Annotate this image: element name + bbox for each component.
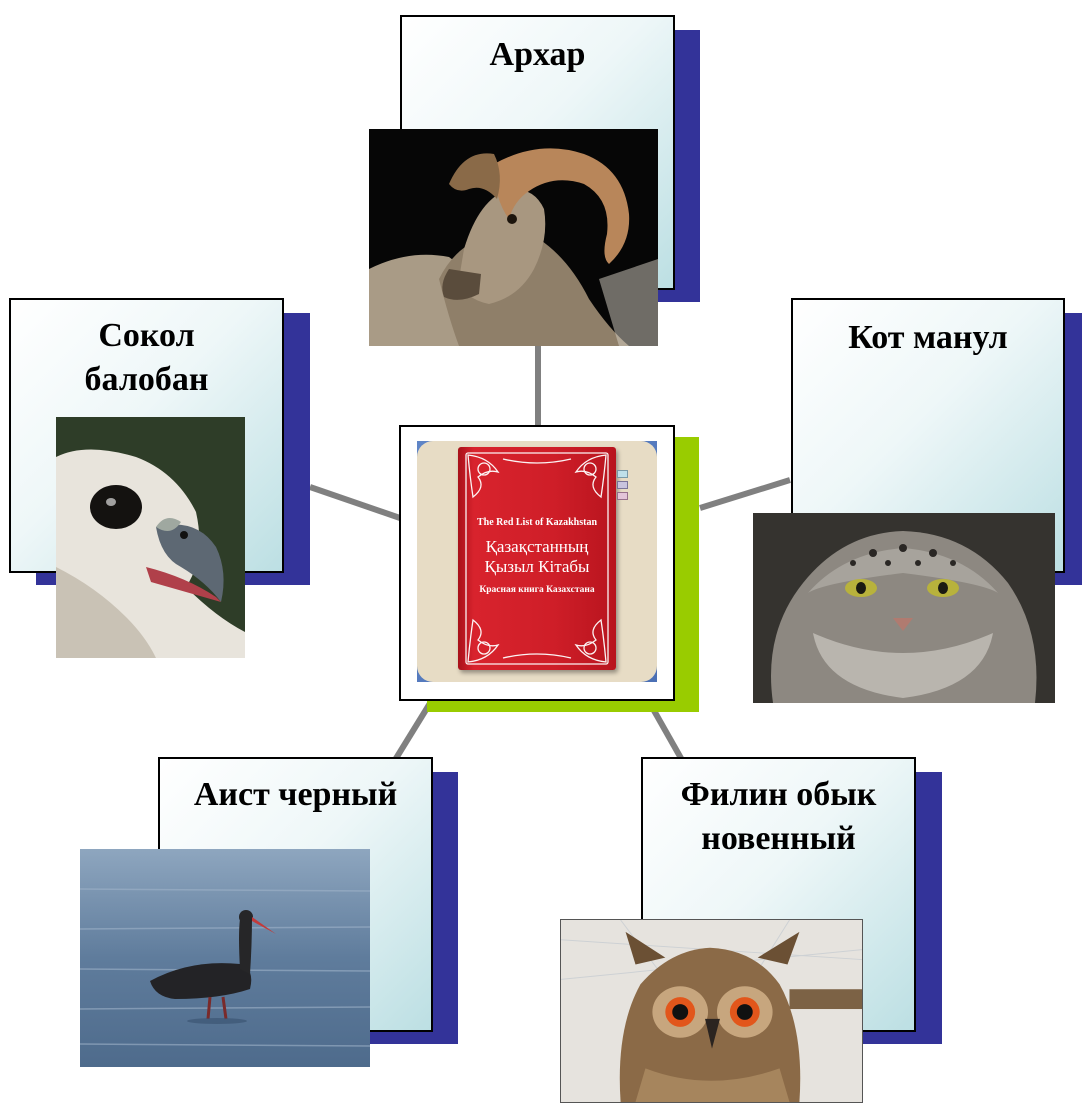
node-label: Сокол балобан: [84, 317, 209, 398]
manul-photo: [753, 513, 1055, 703]
connector-bottom-left: [392, 698, 435, 762]
node-label: Аист черный: [193, 776, 398, 813]
connector-left: [309, 484, 401, 521]
red-book-cover: The Red List of Kazakhstan Қазақстанның …: [458, 447, 616, 670]
stork-photo: [80, 849, 370, 1067]
connector-right: [699, 477, 791, 511]
node-label: Архар: [489, 36, 586, 73]
node-label: Кот манул: [848, 319, 1008, 356]
book-title-ru: Красная книга Казахстана: [479, 585, 595, 595]
book-title-en: The Red List of Kazakhstan: [476, 517, 597, 528]
ornament-icon: [465, 452, 609, 665]
book-title-kz-2: Қызыл Кітабы: [484, 557, 590, 576]
bookmark-tabs: [617, 470, 628, 502]
book-title-kz-1: Қазақстанның: [485, 537, 589, 556]
node-label: Филин обыкновенный: [680, 776, 877, 857]
arkhar-photo: [369, 129, 658, 346]
falcon-photo: [56, 417, 245, 658]
owl-photo: [560, 919, 863, 1103]
